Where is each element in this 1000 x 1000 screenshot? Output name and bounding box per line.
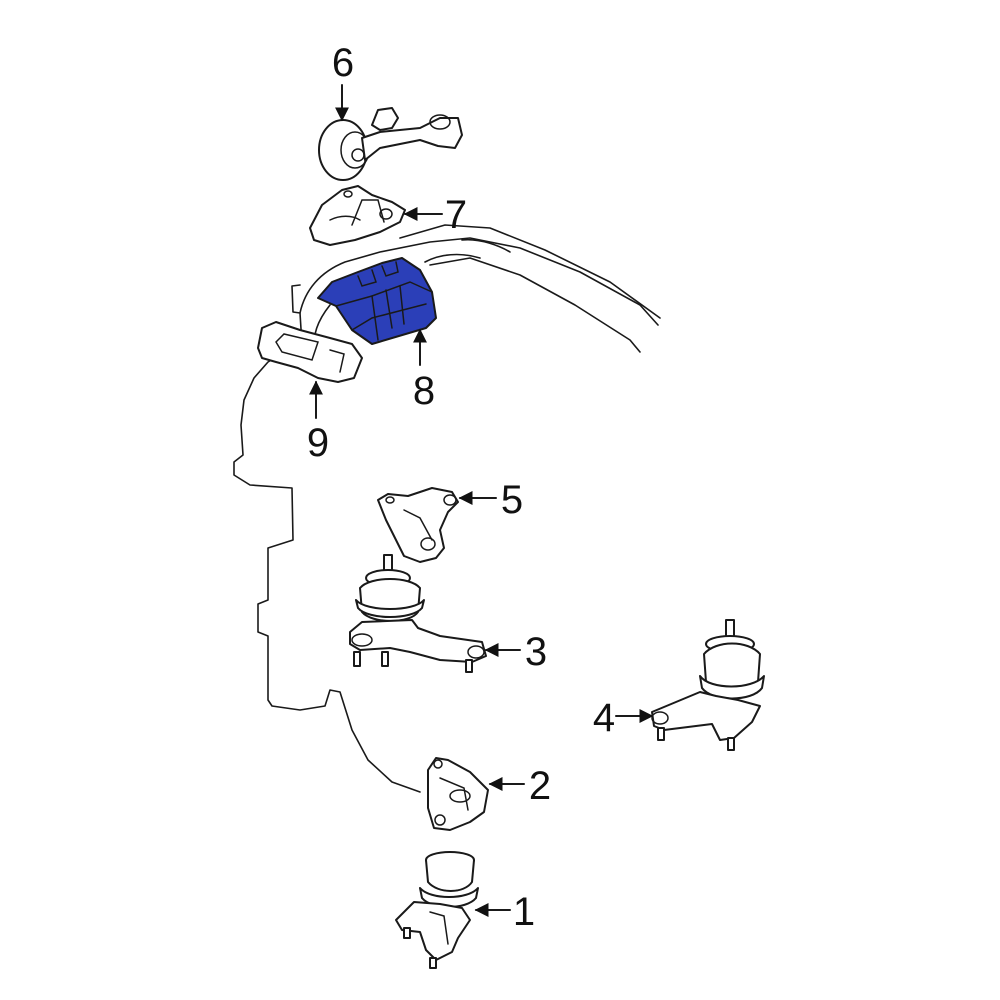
callout-1: 1	[474, 890, 535, 934]
callout-9: 9	[307, 380, 329, 465]
callout-5: 5	[458, 478, 523, 522]
callout-4: 4	[593, 696, 654, 740]
part-2-bracket	[427, 757, 489, 831]
callout-6-label: 6	[332, 41, 354, 85]
callout-4-label: 4	[593, 696, 615, 740]
callout-2: 2	[488, 764, 551, 808]
part-6-torque-rod	[318, 107, 463, 181]
part-8-mount-highlighted	[317, 257, 437, 345]
part-3-mount	[349, 554, 487, 673]
callout-2-label: 2	[529, 764, 551, 808]
callout-3-label: 3	[525, 630, 547, 674]
callout-3: 3	[484, 630, 547, 674]
callout-9-label: 9	[307, 421, 329, 465]
callout-6: 6	[332, 41, 354, 122]
callout-7: 7	[403, 193, 467, 237]
callout-5-label: 5	[501, 478, 523, 522]
part-1-mount	[395, 851, 479, 969]
part-7-bracket	[309, 185, 406, 246]
callout-8-label: 8	[413, 369, 435, 413]
callout-1-label: 1	[513, 890, 535, 934]
callout-7-label: 7	[445, 193, 467, 237]
part-5-bracket	[377, 487, 459, 563]
part-9-bracket	[257, 321, 363, 383]
callout-8: 8	[413, 328, 435, 413]
part-4-mount	[651, 619, 765, 751]
